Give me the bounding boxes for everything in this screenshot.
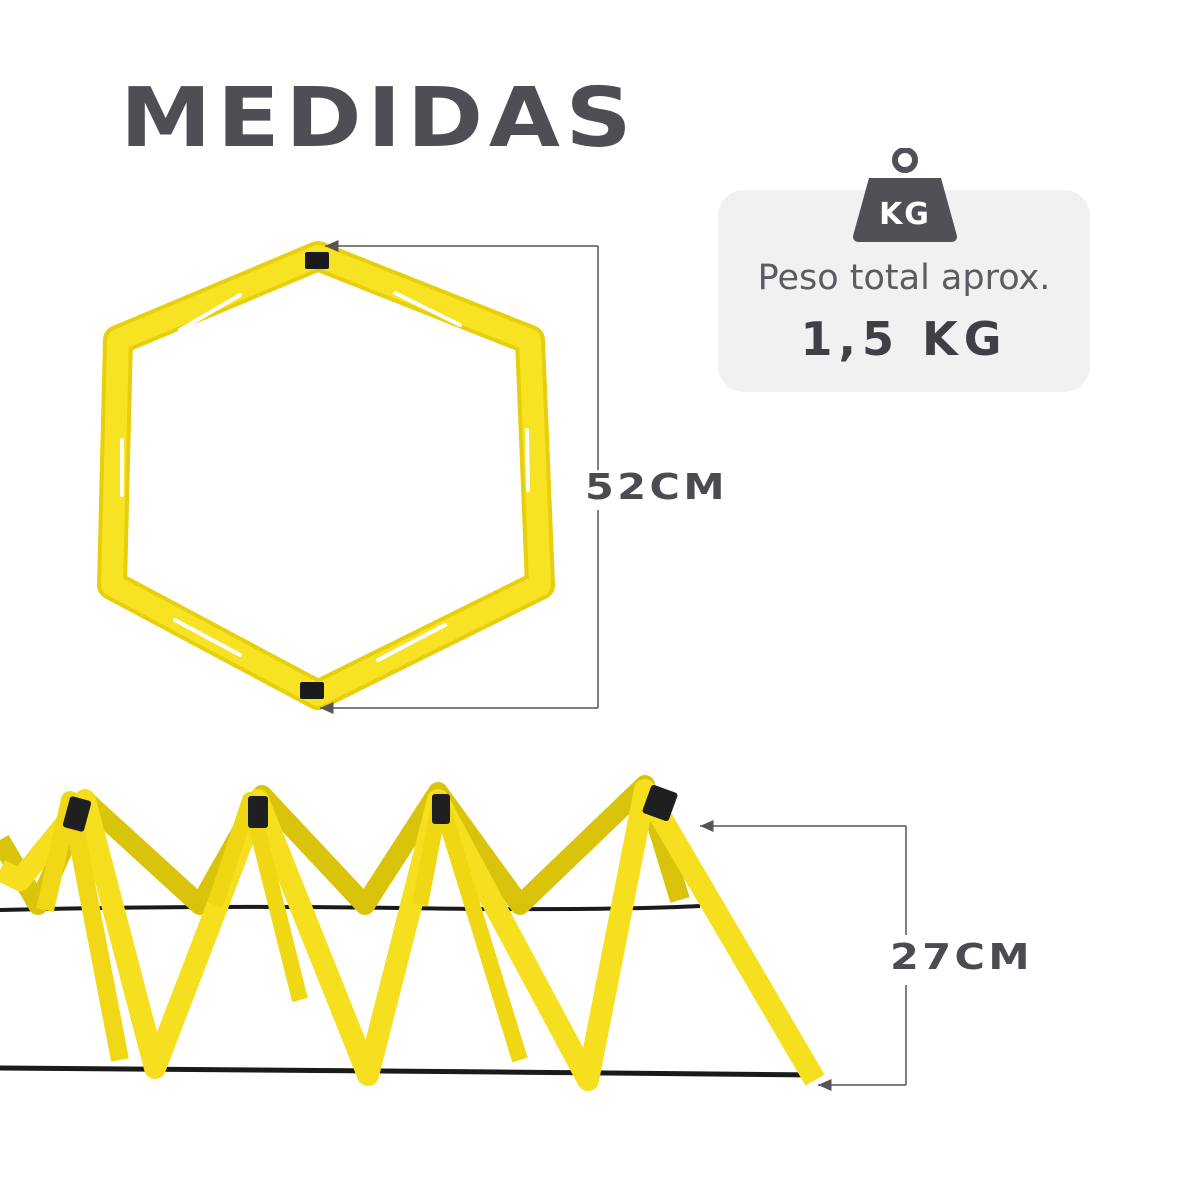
hexagon-hurdle	[97, 241, 555, 710]
kettlebell-weight-icon: KG	[853, 148, 957, 242]
kg-icon-text: KG	[879, 197, 931, 232]
connector-clip-top	[305, 252, 329, 269]
dimension-line-52	[320, 240, 599, 714]
page-title: MEDIDAS	[120, 71, 638, 166]
folded-hurdles	[0, 775, 825, 1091]
dimension-label-52cm: 52CM	[585, 467, 728, 508]
dimension-line-27	[700, 820, 907, 1091]
dimension-label-27cm: 27CM	[890, 937, 1033, 978]
weight-label: Peso total aprox.	[757, 258, 1051, 298]
connector-clip-bottom	[300, 682, 324, 699]
weight-value: 1,5 KG	[800, 312, 1008, 366]
